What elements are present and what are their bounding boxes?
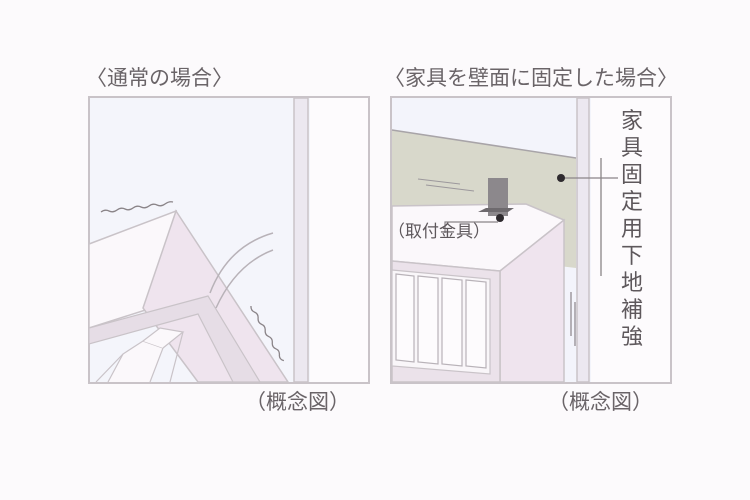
mounting-bracket-label: （取付金具） (388, 222, 490, 242)
reinforcement-label: 家具固定用下地補強 (620, 109, 643, 350)
shake-mark-icon (100, 201, 174, 213)
right-panel-title: 〈家具を壁面に固定した場合〉 (384, 66, 678, 90)
left-panel-title: 〈通常の場合〉 (86, 66, 233, 90)
shake-mark-icon (250, 305, 285, 362)
left-panel-caption: （概念図） (245, 390, 350, 414)
mounting-bracket-icon (488, 178, 508, 216)
right-panel-diagram (390, 96, 672, 384)
fixed-furniture-illustration (390, 96, 672, 384)
bracket-pointer-dot (496, 214, 504, 222)
normal-case-illustration (88, 96, 370, 384)
left-panel-diagram (88, 96, 370, 384)
beam-pointer-dot (557, 174, 565, 182)
right-panel-caption: （概念図） (548, 390, 653, 414)
